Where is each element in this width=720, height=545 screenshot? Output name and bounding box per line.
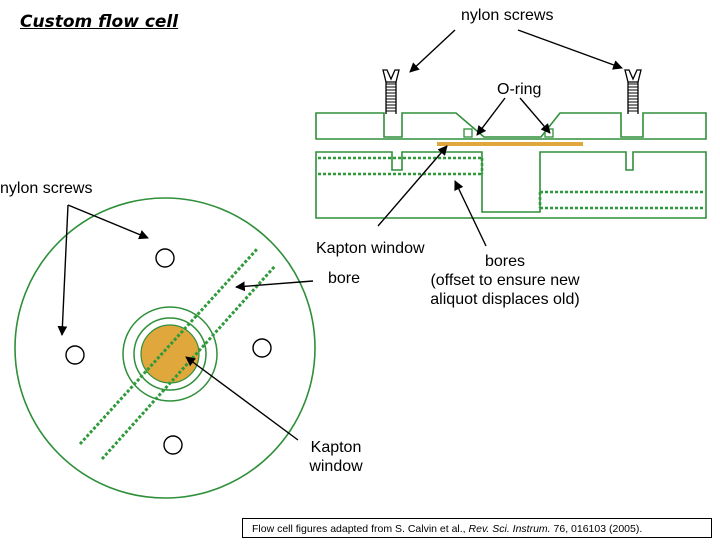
screw-hole-bottom: [163, 435, 183, 455]
screw-hole-right: [252, 338, 272, 358]
label-kapton-bottom-line1: Kapton: [310, 439, 362, 456]
label-o-ring: O-ring: [497, 81, 542, 98]
arrow-kapton-section: [377, 145, 448, 227]
screw-hole-left: [65, 345, 85, 365]
page-title: Custom flow cell: [20, 12, 179, 32]
arrow-screw-left: [409, 29, 456, 73]
o-ring-outer-circle: [122, 306, 218, 402]
figure-caption: Flow cell figures adapted from S. Calvin…: [242, 518, 712, 538]
kapton-window-section: [437, 142, 583, 146]
caption-prefix: Flow cell figures adapted from S. Calvin…: [252, 523, 469, 535]
screw-left: [382, 69, 400, 114]
label-bore: bore: [328, 270, 361, 287]
label-kapton-bottom-line2: window: [309, 458, 363, 475]
bore-channels-section: [318, 156, 704, 210]
label-bores-line1: bores: [484, 253, 526, 270]
caption-journal: Rev. Sci. Instrum.: [468, 523, 551, 535]
arrow-bores-section: [454, 180, 487, 247]
label-nylon-screws-top: nylon screws: [461, 7, 554, 24]
label-kapton-window-top: Kapton window: [316, 240, 425, 257]
top-plate: [315, 112, 707, 140]
label-bores: bores (offset to ensure new aliquot disp…: [400, 252, 610, 309]
bottom-plate: [315, 151, 707, 219]
arrow-screws-topview-1: [67, 204, 149, 240]
cell-outer-circle: [14, 197, 316, 499]
label-bores-line2: (offset to ensure new: [430, 272, 580, 289]
o-ring-inner-circle: [133, 317, 207, 391]
o-ring-left: [463, 128, 473, 138]
screw-holes: [65, 248, 272, 455]
arrow-oring-left: [476, 97, 506, 136]
arrow-oring-right: [519, 97, 551, 134]
arrow-kapton-topview: [185, 356, 299, 441]
caption-suffix: 76, 016103 (2005).: [550, 523, 643, 535]
arrow-screws-topview-2: [57, 204, 69, 336]
screw-hole-top: [155, 248, 175, 268]
annotation-arrows: [57, 29, 623, 441]
arrow-bore-topview: [235, 280, 314, 292]
arrow-screw-right: [517, 29, 623, 70]
bore-channels-top-view: [78, 246, 277, 461]
label-kapton-window-bottom: Kapton window: [296, 438, 376, 476]
screw-right: [624, 69, 642, 114]
label-bores-line3: aliquot displaces old): [430, 291, 580, 308]
kapton-window-top-view: [140, 324, 200, 384]
label-nylon-screws-left: nylon screws: [0, 180, 93, 197]
